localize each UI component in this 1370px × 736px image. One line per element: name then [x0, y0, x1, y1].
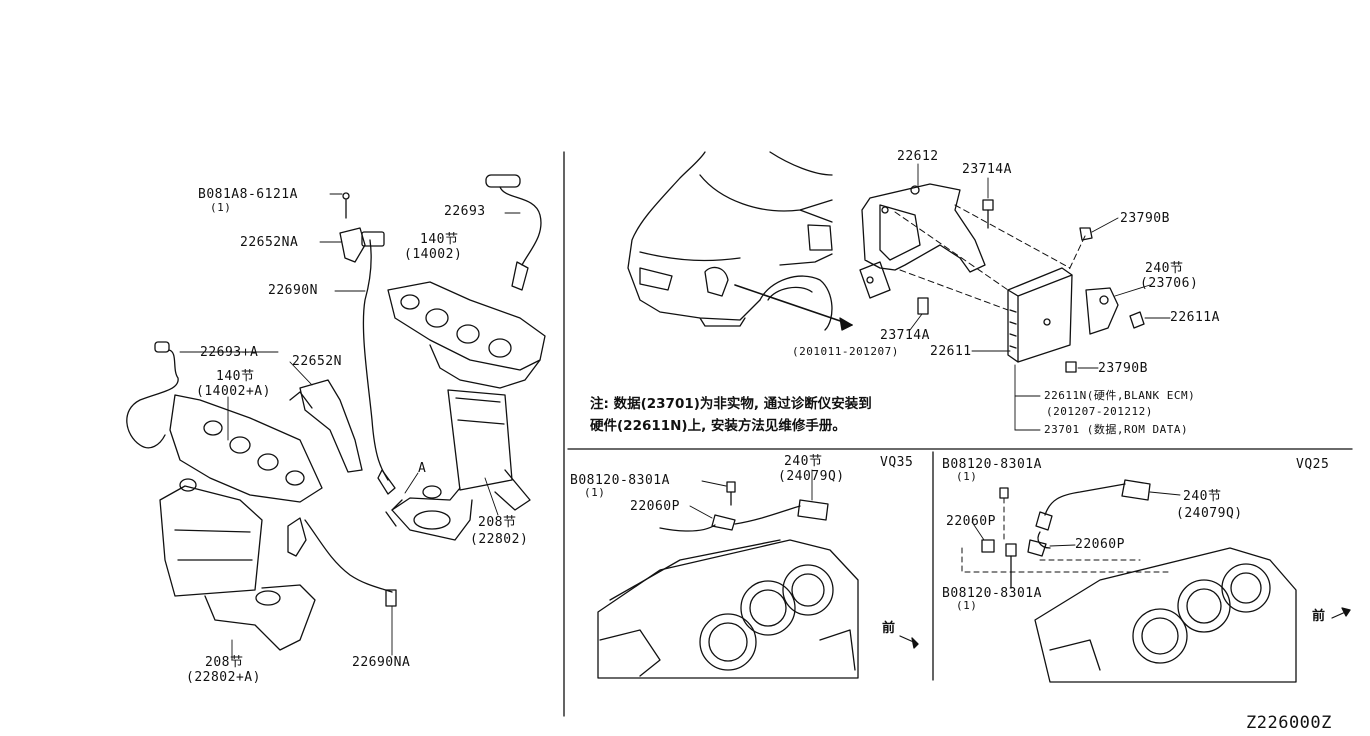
part-label-24079q-vq35: (24079Q)	[778, 469, 845, 484]
front-direction-label-vq35: 前	[882, 621, 896, 636]
section-label-140-front: 140节	[216, 369, 255, 384]
part-label-23714a-top: 23714A	[962, 162, 1012, 177]
part-label-22652na: 22652NA	[240, 235, 299, 250]
section-label-240-vq25: 240节	[1183, 489, 1222, 504]
part-label-14002: (14002)	[404, 247, 463, 262]
section-label-140-rear: 140节	[420, 232, 459, 247]
part-label-22802: (22802)	[470, 532, 529, 547]
bolt-label-08120-8301a-vq35: B08120-8301A	[570, 473, 670, 488]
part-label-22652n: 22652N	[292, 354, 342, 369]
ecm-unit-22611	[1007, 267, 1073, 363]
ecm-dashed-guides	[894, 204, 1086, 311]
ecm-leader-lines	[909, 163, 1171, 431]
part-label-22693: 22693	[444, 204, 486, 219]
part-label-22611: 22611	[930, 344, 972, 359]
note-line-1: 注: 数据(23701)为非实物, 通过诊断仪安装到	[590, 396, 872, 412]
part-label-22611a: 22611A	[1170, 310, 1220, 325]
vq25-leader-lines	[971, 491, 1181, 547]
vehicle-outline	[627, 151, 853, 331]
ecm-fasteners	[917, 199, 1145, 373]
part-label-23790b-low: 23790B	[1098, 361, 1148, 376]
sensor-brackets	[289, 192, 385, 473]
oxygen-sensors-and-wires	[126, 174, 542, 607]
front-direction-label-vq25: 前	[1312, 609, 1326, 624]
vq35-cylinder-block	[597, 539, 859, 679]
part-label-14002a: (14002+A)	[196, 384, 271, 399]
bolt-qty-label-vq25-top: (1)	[956, 470, 978, 483]
part-label-23714a-low: 23714A	[880, 328, 930, 343]
engine-label-vq35: VQ35	[880, 455, 914, 470]
part-label-24079q-vq25: (24079Q)	[1176, 506, 1243, 521]
part-label-23701: 23701 (数据,ROM DATA)	[1044, 423, 1189, 436]
section-label-240-ecm: 240节	[1145, 261, 1184, 276]
part-label-22802a: (22802+A)	[186, 670, 261, 685]
rear-exhaust-manifold	[387, 281, 546, 389]
vq35-front-arrow	[899, 635, 919, 649]
part-label-22060p-vq25-a: 22060P	[946, 514, 996, 529]
vq25-cylinder-block	[1034, 547, 1297, 683]
part-label-22611n: 22611N(硬件,BLANK ECM)	[1044, 389, 1196, 402]
bolt-label-08120-8301a-vq25-low: B08120-8301A	[942, 586, 1042, 601]
bolt-label-08120-8301a-vq25-top: B08120-8301A	[942, 457, 1042, 472]
note-line-2: 硬件(22611N)上, 安装方法见维修手册。	[590, 418, 846, 434]
section-label-208-rear: 208节	[478, 515, 517, 530]
bolt-qty-label: (1)	[210, 201, 232, 214]
vq25-sensor-harness	[981, 479, 1151, 589]
part-label-22693a: 22693+A	[200, 345, 259, 360]
engine-label-vq25: VQ25	[1296, 457, 1330, 472]
vq25-dashed-guides	[961, 497, 1171, 573]
diagram-code: Z226000Z	[1246, 713, 1332, 733]
front-exhaust-manifold	[169, 394, 323, 503]
section-label-240-vq35: 240节	[784, 454, 823, 469]
ecm-bracket-22612	[859, 183, 986, 299]
bolt-qty-label-vq25-low: (1)	[956, 599, 978, 612]
section-label-208-front: 208节	[205, 655, 244, 670]
date-range-label-1: (201011-201207)	[792, 345, 899, 358]
part-label-22690na: 22690NA	[352, 655, 411, 670]
part-label-22060p-vq35: 22060P	[630, 499, 680, 514]
vq35-sensor-harness	[659, 481, 829, 532]
left-leader-lines	[179, 193, 521, 661]
part-label-22060p-vq25-b: 22060P	[1075, 537, 1125, 552]
date-range-label-2: (201207-201212)	[1046, 405, 1153, 418]
bolt-label-081a8-6121a: B081A8-6121A	[198, 187, 298, 202]
vq35-leader-lines	[689, 469, 813, 519]
part-label-22690n: 22690N	[268, 283, 318, 298]
bolt-qty-label-vq35: (1)	[584, 486, 606, 499]
section-dividers	[563, 151, 1353, 717]
rear-catalyst	[385, 389, 531, 541]
vq25-front-arrow	[1331, 607, 1351, 619]
part-label-23706: (23706)	[1140, 276, 1199, 291]
view-mark-a: A	[418, 461, 427, 476]
part-label-22612: 22612	[897, 149, 939, 164]
front-catalyst	[159, 485, 316, 651]
part-label-23790b-top: 23790B	[1120, 211, 1170, 226]
